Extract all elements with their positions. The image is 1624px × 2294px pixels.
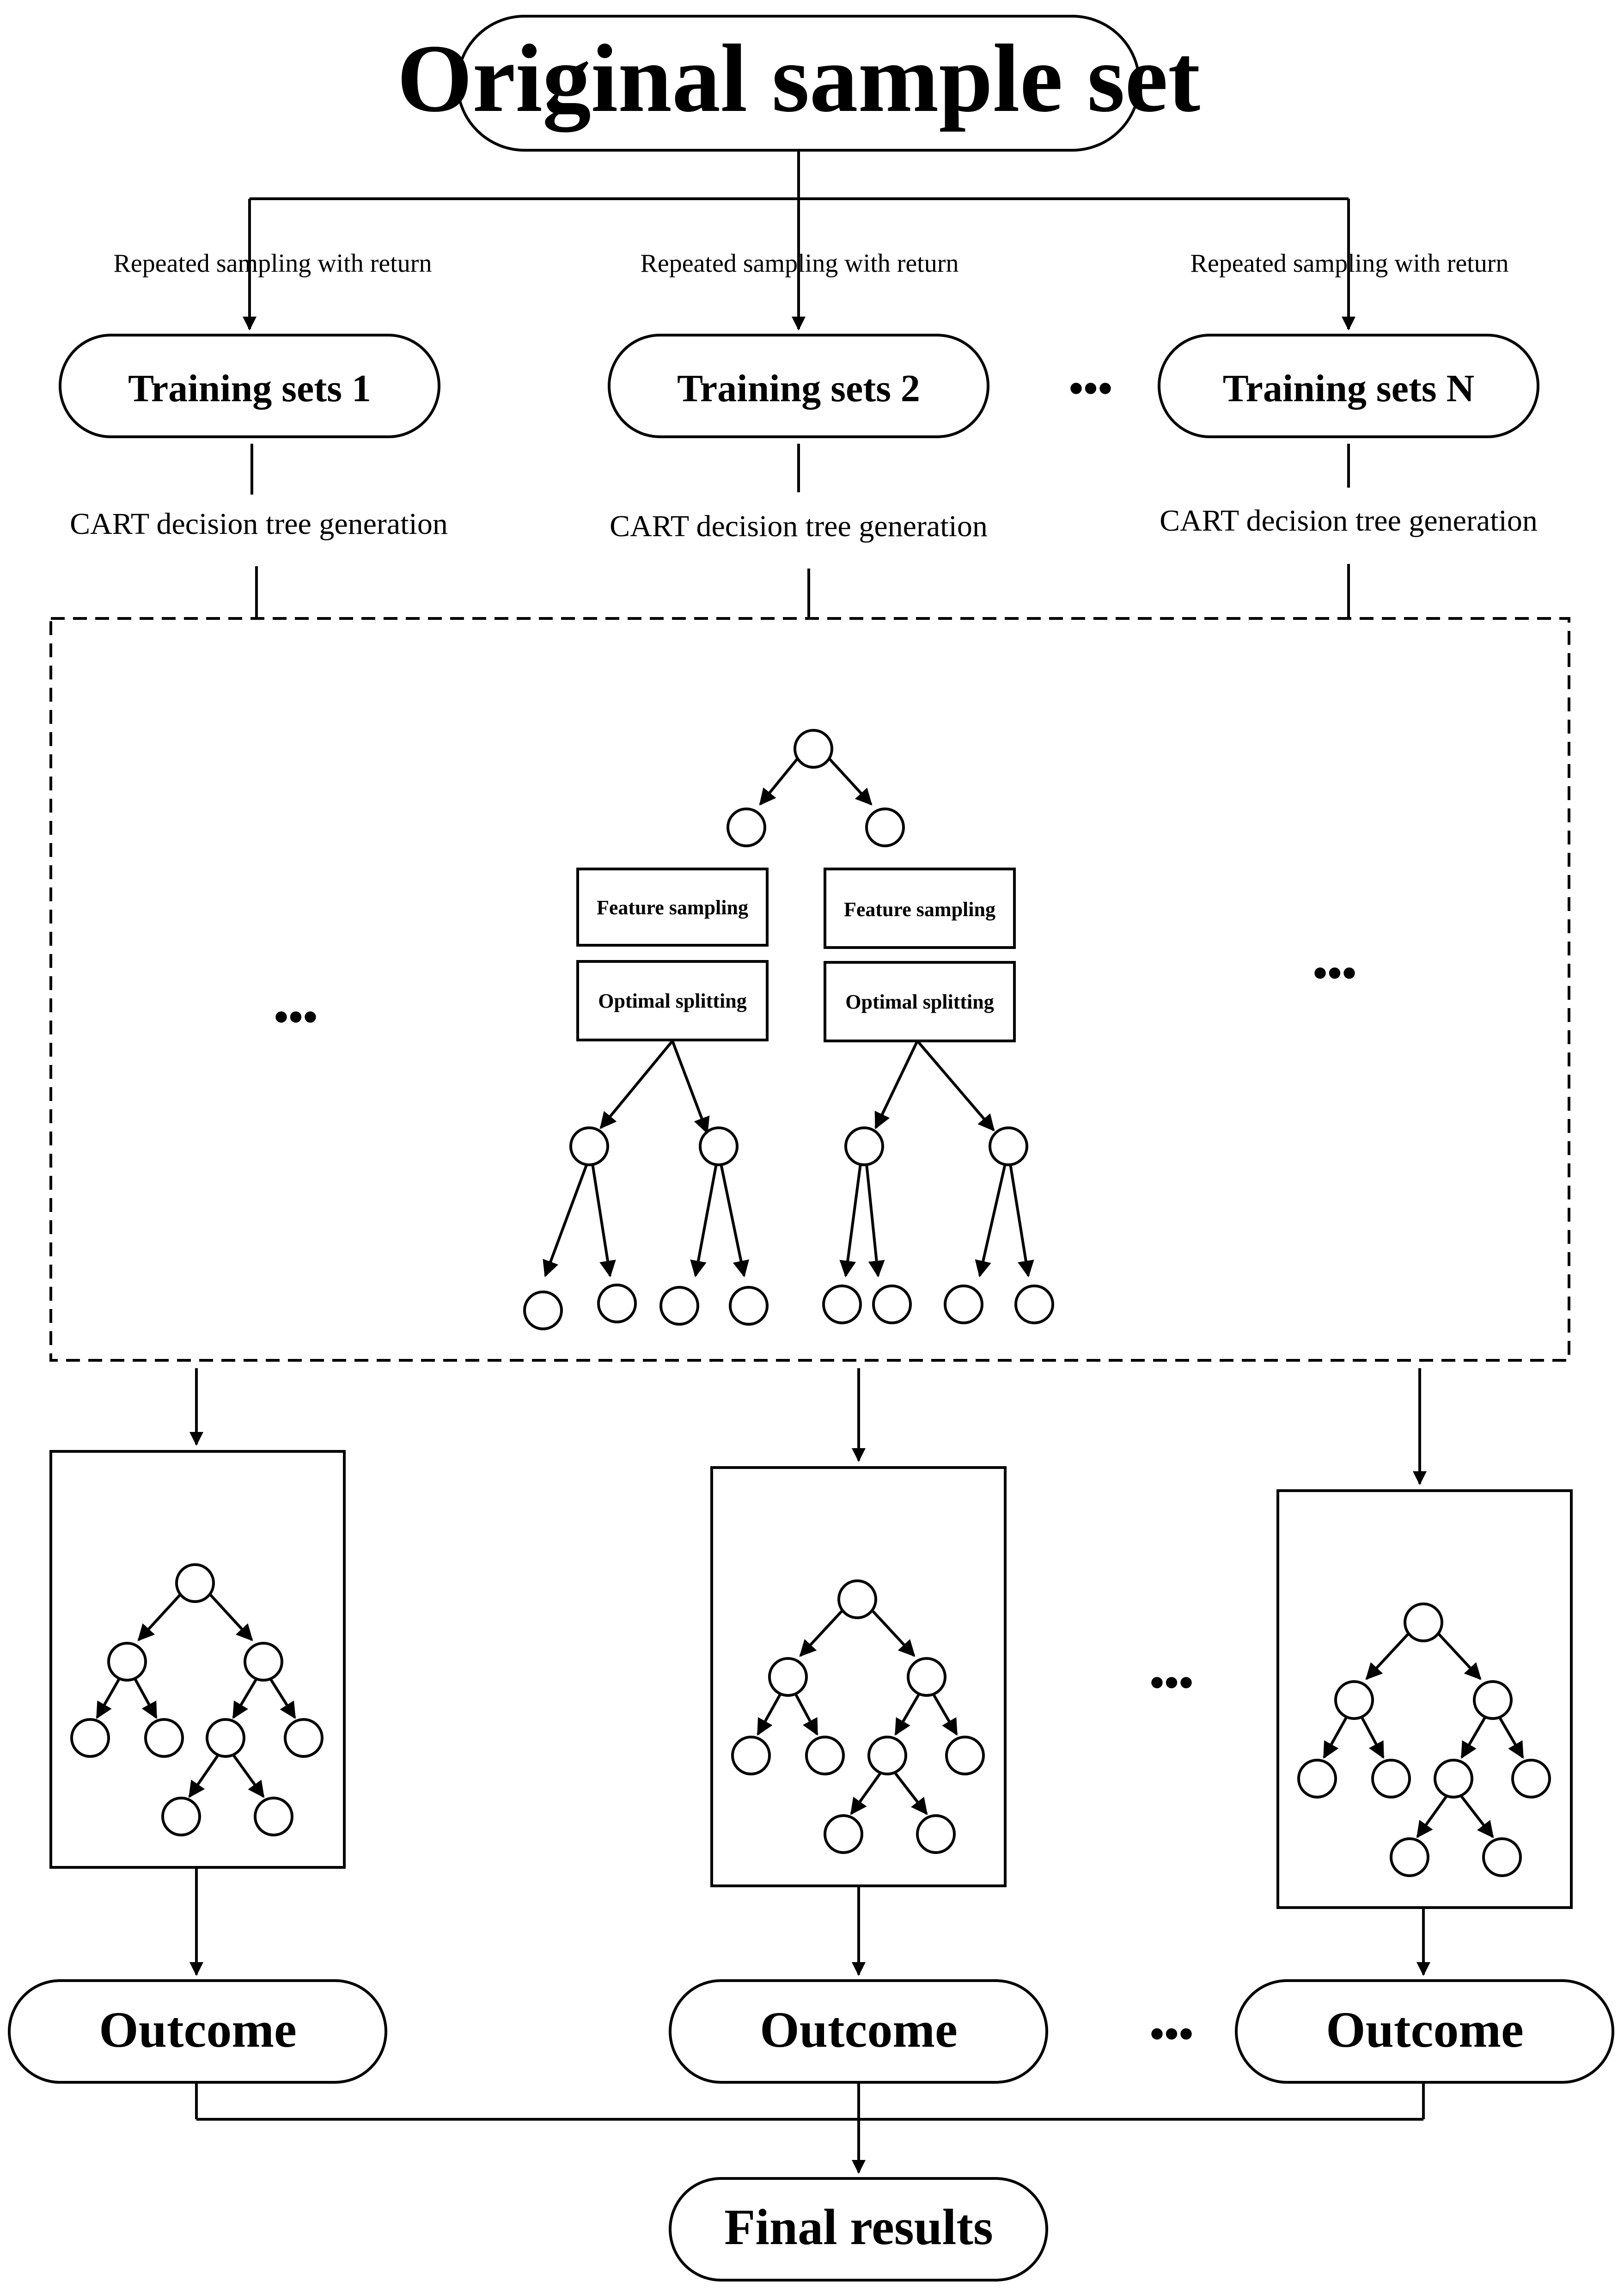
training-set-label-1: Training sets 1 <box>128 367 371 410</box>
cart-process-container <box>49 617 1570 1362</box>
inner-tree-left <box>727 807 766 847</box>
training-set-label-3: Training sets N <box>1223 367 1474 410</box>
feature-sampling-label-right: Feature sampling <box>844 898 995 921</box>
ellipsis-outcomes: ••• <box>1150 2011 1194 2057</box>
inner-edge-r1a <box>839 1163 862 1278</box>
tree-panel-1 <box>49 1450 346 1869</box>
outcome-label-2: Outcome <box>760 2001 958 2058</box>
cart-label-2: CART decision tree generation <box>610 509 988 543</box>
sampling-label-1: Repeated sampling with return <box>114 249 432 278</box>
cart-label-3: CART decision tree generation <box>1160 504 1538 538</box>
training-set-box-2 <box>608 334 989 438</box>
outcome-label-1: Outcome <box>99 2001 297 2058</box>
inner-tree-right <box>865 807 905 847</box>
training-set-label-2: Training sets 2 <box>677 367 920 410</box>
final-results-label: Final results <box>724 2199 993 2255</box>
inner-edge-r2 <box>916 1040 995 1132</box>
inner-edge-r1 <box>874 1040 919 1130</box>
feature-sampling-box-left <box>576 868 769 947</box>
inner-edge-root-left <box>759 758 799 806</box>
sampling-label-3: Repeated sampling with return <box>1191 249 1509 278</box>
inner-edge-root-right <box>828 758 873 806</box>
inner-leaf-4 <box>729 1286 769 1326</box>
inner-leaf-5 <box>822 1285 862 1324</box>
inner-edge-r2b <box>1009 1163 1034 1278</box>
inner-node-r2 <box>989 1126 1028 1166</box>
optimal-splitting-box-left <box>576 960 769 1041</box>
ellipsis-training: ••• <box>1069 366 1113 411</box>
feature-sampling-label-left: Feature sampling <box>597 896 748 919</box>
inner-edge-l2 <box>671 1040 710 1134</box>
tree-1 <box>70 1563 324 1836</box>
inner-leaf-7 <box>944 1285 983 1324</box>
inner-edge-l2b <box>720 1163 750 1278</box>
outcome-label-3: Outcome <box>1326 2001 1524 2058</box>
inner-leaf-1 <box>523 1291 563 1330</box>
inner-edge-l1a <box>543 1163 588 1278</box>
inner-edge-l1b <box>591 1163 616 1278</box>
training-set-box-1 <box>59 334 440 438</box>
inner-leaf-3 <box>659 1286 699 1326</box>
inner-leaf-8 <box>1014 1285 1054 1324</box>
optimal-splitting-box-right <box>824 961 1016 1042</box>
sampling-label-2: Repeated sampling with return <box>641 249 959 278</box>
inner-node-l2 <box>699 1126 739 1166</box>
inner-node-r1 <box>844 1126 884 1166</box>
inner-leaf-6 <box>872 1285 912 1324</box>
optimal-splitting-label-left: Optimal splitting <box>598 990 747 1012</box>
inner-edge-r2a <box>975 1163 1007 1278</box>
final-results-box <box>669 2177 1048 2282</box>
inner-node-l1 <box>569 1126 609 1166</box>
feature-sampling-box-right <box>824 868 1016 949</box>
inner-edge-l2a <box>690 1163 718 1278</box>
optimal-splitting-label-right: Optimal splitting <box>845 991 994 1013</box>
ellipsis-trees: ••• <box>1150 1660 1194 1706</box>
cart-label-1: CART decision tree generation <box>70 507 448 541</box>
inner-tree-root <box>794 729 833 769</box>
inner-edge-l1 <box>599 1040 674 1129</box>
inner-edge-r1b <box>865 1163 885 1278</box>
ellipsis-container-left: ••• <box>274 994 318 1040</box>
tree-3 <box>1297 1603 1551 1877</box>
tree-2 <box>731 1579 985 1854</box>
root-label: Original sample set <box>397 25 1200 132</box>
inner-leaf-2 <box>597 1284 637 1323</box>
ellipsis-container-right: ••• <box>1313 950 1357 996</box>
training-set-box-3 <box>1158 334 1539 438</box>
